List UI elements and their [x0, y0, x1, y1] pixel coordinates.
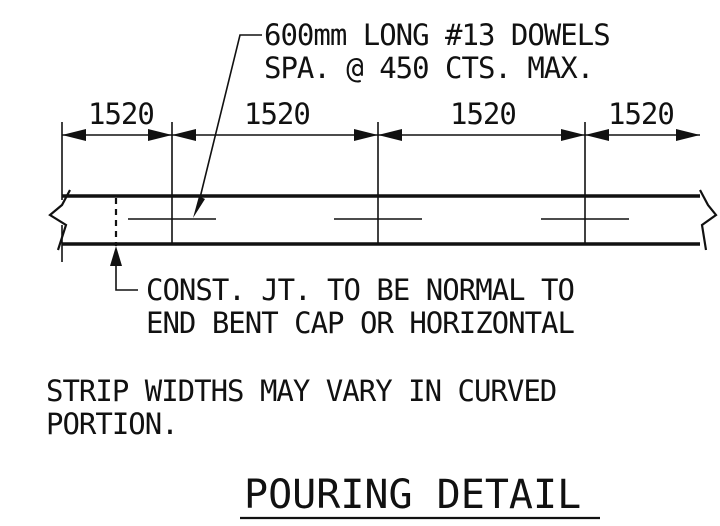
- joint-note-leader: [110, 246, 138, 291]
- strip-note-line1: STRIP WIDTHS MAY VARY IN CURVED: [46, 374, 556, 408]
- dimension-label-1: 1520: [88, 97, 154, 131]
- deck-slab: [48, 189, 718, 251]
- dim-arrow: [561, 129, 585, 141]
- dim-arrow: [585, 129, 609, 141]
- dim-arrow: [378, 129, 402, 141]
- dowel-note-line1: 600mm LONG #13 DOWELS: [264, 18, 610, 52]
- joint-note-line1: CONST. JT. TO BE NORMAL TO: [146, 273, 574, 307]
- dim-arrow: [172, 129, 196, 141]
- detail-title: POURING DETAIL: [244, 472, 581, 518]
- dim-arrow: [62, 129, 86, 141]
- dimension-line: [61, 122, 700, 262]
- dowel-note-leader: [193, 34, 262, 218]
- dimension-label-3: 1520: [450, 97, 516, 131]
- dowel-note-line2: SPA. @ 450 CTS. MAX.: [264, 51, 593, 85]
- dimension-label-4: 1520: [608, 97, 674, 131]
- dim-arrow: [676, 129, 700, 141]
- strip-note-line2: PORTION.: [46, 407, 178, 441]
- dimension-label-2: 1520: [244, 97, 310, 131]
- dim-arrow: [354, 129, 378, 141]
- joint-note-line2: END BENT CAP OR HORIZONTAL: [146, 306, 574, 340]
- dim-arrow: [148, 129, 172, 141]
